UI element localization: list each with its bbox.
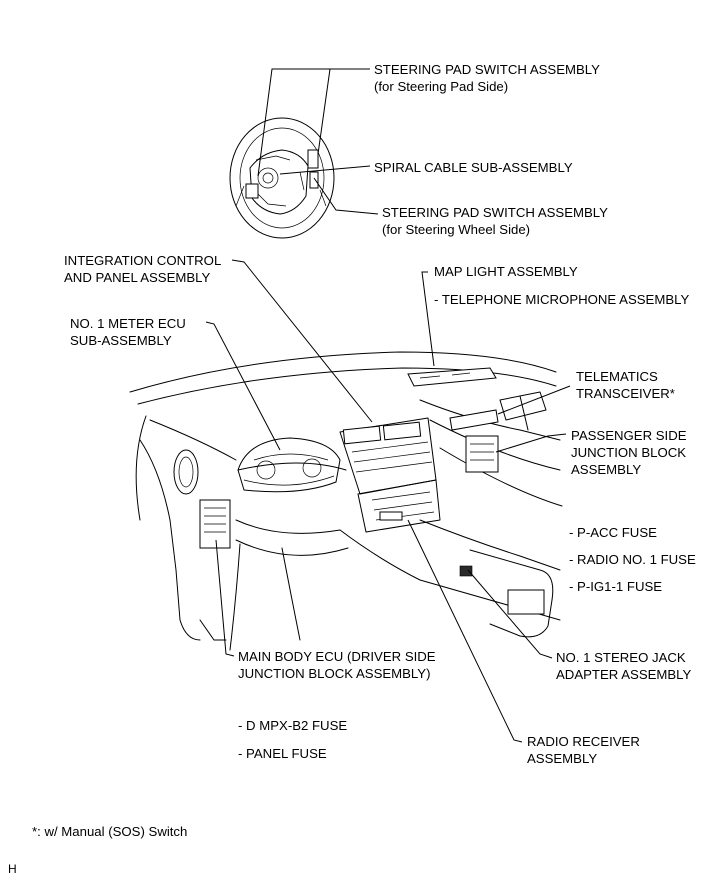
label-line: MAIN BODY ECU (DRIVER SIDE bbox=[238, 649, 436, 664]
label-steering-pad-switch-pad-side: STEERING PAD SWITCH ASSEMBLY (for Steeri… bbox=[374, 61, 600, 95]
label-line: STEERING PAD SWITCH ASSEMBLY bbox=[374, 62, 600, 77]
label-line: - P-ACC FUSE bbox=[569, 525, 657, 540]
label-line: ASSEMBLY bbox=[527, 751, 598, 766]
label-line: - TELEPHONE MICROPHONE ASSEMBLY bbox=[434, 292, 690, 307]
label-radio-no1-fuse: - RADIO NO. 1 FUSE bbox=[569, 551, 696, 568]
map-light bbox=[407, 367, 497, 387]
footnote: *: w/ Manual (SOS) Switch bbox=[32, 824, 188, 839]
passenger-junction-block bbox=[465, 435, 499, 473]
label-telephone-microphone: - TELEPHONE MICROPHONE ASSEMBLY bbox=[434, 291, 689, 308]
telematics-transceiver bbox=[449, 409, 499, 431]
main-body-ecu bbox=[199, 499, 231, 549]
label-line: SPIRAL CABLE SUB-ASSEMBLY bbox=[374, 160, 573, 175]
label-line: NO. 1 METER ECU bbox=[70, 316, 186, 331]
label-line: ADAPTER ASSEMBLY bbox=[556, 667, 692, 682]
label-stereo-jack-adapter: NO. 1 STEREO JACK ADAPTER ASSEMBLY bbox=[556, 649, 691, 683]
label-telematics-transceiver: TELEMATICS TRANSCEIVER* bbox=[576, 368, 675, 402]
label-meter-ecu: NO. 1 METER ECU SUB-ASSEMBLY bbox=[70, 315, 186, 349]
corner-code: H bbox=[8, 862, 17, 876]
steering-wheel bbox=[229, 117, 335, 239]
label-line: JUNCTION BLOCK bbox=[571, 445, 687, 460]
label-line: - RADIO NO. 1 FUSE bbox=[569, 552, 696, 567]
label-line: JUNCTION BLOCK ASSEMBLY) bbox=[238, 666, 431, 681]
label-line: SUB-ASSEMBLY bbox=[70, 333, 172, 348]
label-passenger-junction-block: PASSENGER SIDE JUNCTION BLOCK ASSEMBLY bbox=[571, 427, 687, 478]
label-line: RADIO RECEIVER bbox=[527, 734, 640, 749]
label-steering-pad-switch-wheel-side: STEERING PAD SWITCH ASSEMBLY (for Steeri… bbox=[382, 204, 608, 238]
label-spiral-cable: SPIRAL CABLE SUB-ASSEMBLY bbox=[374, 159, 573, 176]
label-panel-fuse: - PANEL FUSE bbox=[238, 745, 327, 762]
label-line: AND PANEL ASSEMBLY bbox=[64, 270, 211, 285]
label-line: MAP LIGHT ASSEMBLY bbox=[434, 264, 578, 279]
label-integration-control: INTEGRATION CONTROL AND PANEL ASSEMBLY bbox=[64, 252, 221, 286]
label-map-light: MAP LIGHT ASSEMBLY bbox=[434, 263, 578, 280]
leader-lines bbox=[205, 68, 571, 743]
label-main-body-ecu: MAIN BODY ECU (DRIVER SIDE JUNCTION BLOC… bbox=[238, 648, 436, 682]
center-stack bbox=[339, 417, 561, 638]
label-d-mpx-b2-fuse: - D MPX-B2 FUSE bbox=[238, 717, 347, 734]
label-radio-receiver: RADIO RECEIVER ASSEMBLY bbox=[527, 733, 640, 767]
label-line: (for Steering Wheel Side) bbox=[382, 222, 531, 237]
label-line: NO. 1 STEREO JACK bbox=[556, 650, 686, 665]
label-line: STEERING PAD SWITCH ASSEMBLY bbox=[382, 205, 608, 220]
dashboard bbox=[129, 351, 563, 651]
label-line: TRANSCEIVER* bbox=[576, 386, 675, 401]
label-line: - D MPX-B2 FUSE bbox=[238, 718, 348, 733]
label-line: ASSEMBLY bbox=[571, 462, 642, 477]
label-line: - PANEL FUSE bbox=[238, 746, 327, 761]
meter-cluster bbox=[237, 437, 341, 493]
label-line: - P-IG1-1 FUSE bbox=[569, 579, 663, 594]
label-line: INTEGRATION CONTROL bbox=[64, 253, 222, 268]
label-line: TELEMATICS bbox=[576, 369, 658, 384]
label-p-acc-fuse: - P-ACC FUSE bbox=[569, 524, 657, 541]
label-line: PASSENGER SIDE bbox=[571, 428, 687, 443]
label-line: (for Steering Pad Side) bbox=[374, 79, 509, 94]
label-p-ig1-1-fuse: - P-IG1-1 FUSE bbox=[569, 578, 662, 595]
